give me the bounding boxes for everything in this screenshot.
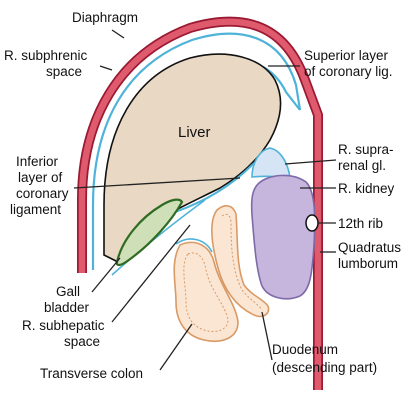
peritoneum-subhepatic	[111, 199, 206, 276]
label-r-subphrenic: R. subphrenic	[4, 48, 88, 63]
label-ligament: ligament	[10, 202, 61, 217]
label-diaphragm: Diaphragm	[72, 10, 138, 25]
duodenum	[210, 205, 270, 318]
label-inferior: Inferior	[16, 154, 59, 169]
leader-subphrenic	[99, 65, 113, 71]
label-bladder: bladder	[44, 300, 90, 315]
right-kidney	[250, 174, 316, 300]
liver	[103, 53, 282, 263]
label-kidney: R. kidney	[338, 181, 395, 196]
label-transverse-colon: Transverse colon	[40, 366, 143, 381]
parietal-peritoneum	[91, 32, 302, 270]
label-layer-of: layer of	[18, 170, 63, 185]
label-superior-layer: Superior layer	[304, 48, 389, 63]
leader-gall-bladder	[91, 257, 121, 293]
twelfth-rib	[305, 214, 319, 232]
label-12th-rib: 12th rib	[338, 216, 383, 231]
gall-bladder	[115, 198, 184, 267]
label-quadratus: Quadratus	[338, 240, 401, 255]
label-suprarenal: R. supra-	[338, 142, 394, 157]
label-lumborum: lumborum	[338, 256, 398, 271]
label-duodenum: Duodenum	[272, 342, 338, 357]
label-r-subphrenic-space: space	[46, 64, 82, 79]
leader-subhepatic	[111, 224, 191, 323]
label-liver: Liver	[178, 124, 211, 141]
diaphragm-inner	[78, 18, 322, 390]
label-gall: Gall	[56, 284, 80, 299]
leader-inferior-layer	[73, 177, 241, 189]
peritoneum-inferior	[174, 157, 263, 213]
leader-transverse-colon	[159, 323, 193, 371]
label-subhepatic-space: space	[64, 334, 100, 349]
duodenum-inner	[221, 213, 263, 311]
label-r-subhepatic: R. subhepatic	[22, 318, 105, 333]
leader-duodenum	[261, 311, 273, 361]
label-suprarenal-gl: renal gl.	[338, 158, 386, 173]
peritoneum-colon	[175, 238, 213, 253]
leader-diaphragm	[111, 29, 125, 39]
label-superior-layer-lig: of coronary lig.	[304, 64, 393, 79]
label-duodenum-part: (descending part)	[272, 360, 377, 375]
transverse-colon-inner	[183, 252, 229, 333]
transverse-colon	[173, 241, 239, 342]
label-coronary: coronary	[16, 186, 69, 201]
leader-suprarenal	[284, 159, 337, 165]
